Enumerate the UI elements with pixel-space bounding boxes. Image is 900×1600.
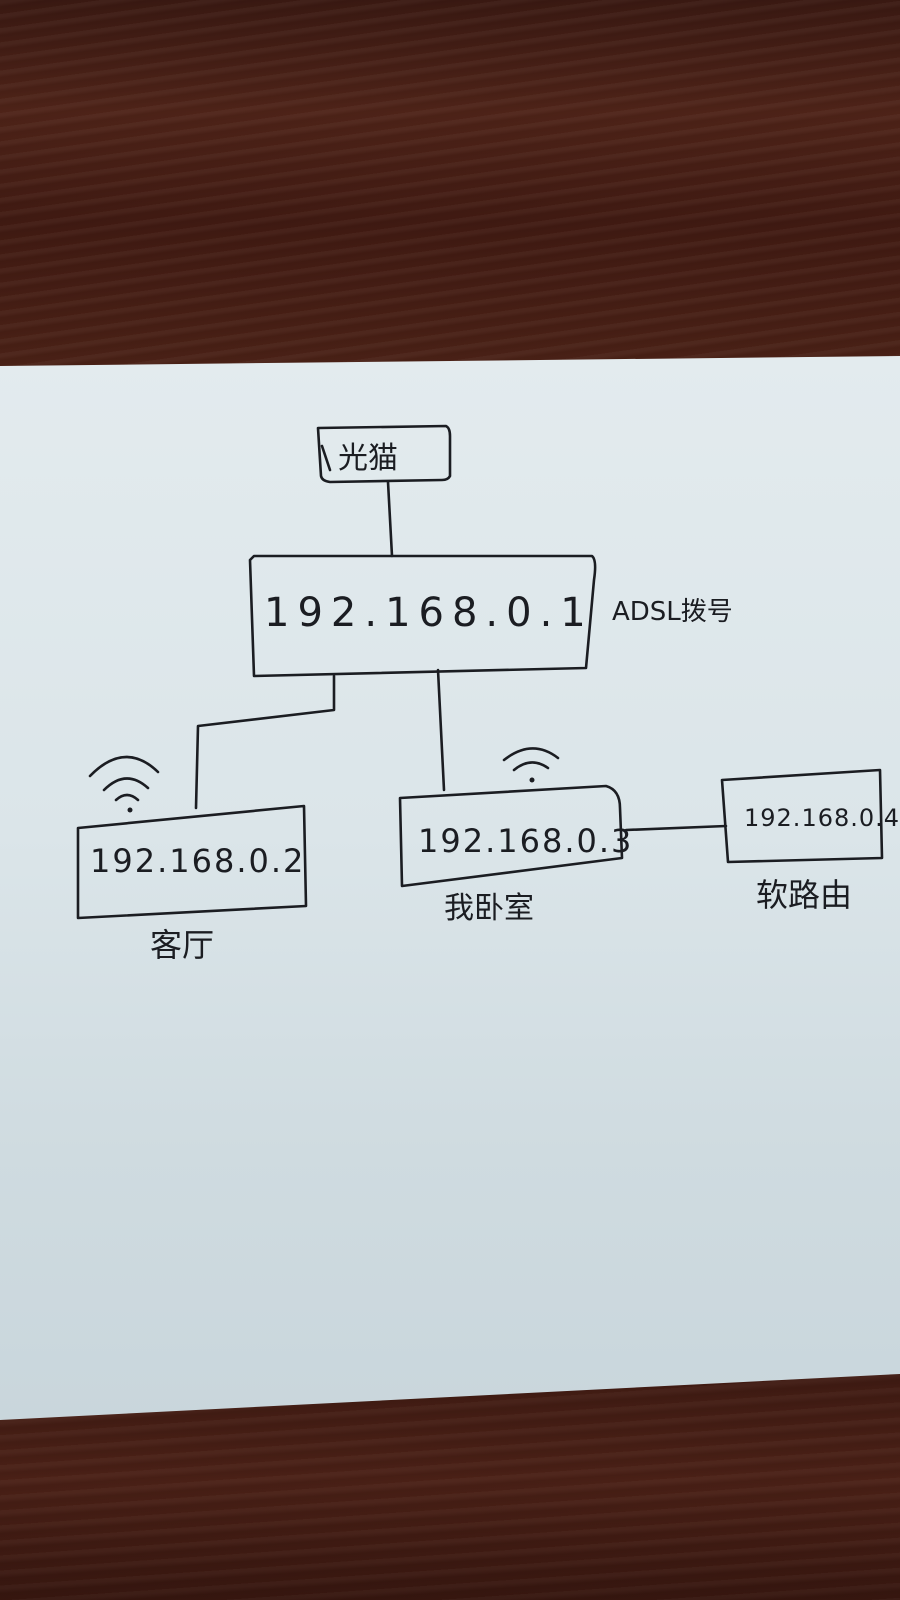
soft-router-box [720, 768, 884, 864]
living-room-router-box [76, 804, 308, 920]
soft-router-ip: 192.168.0.4 [744, 804, 900, 832]
bedroom-wifi-icon [502, 747, 560, 783]
link-bedroom-softrouter [624, 824, 728, 832]
bedroom-router-ip: 192.168.0.3 [418, 822, 633, 860]
link-main-bedroom [436, 668, 446, 792]
bedroom-caption: 我卧室 [444, 891, 534, 926]
main-router-node: 192.168.0.1 ADSL拨号 [248, 554, 733, 678]
link-main-livingroom [194, 674, 336, 810]
bedroom-router-node: 192.168.0.3 我卧室 [398, 747, 633, 926]
paper-sheet [0, 356, 900, 1420]
link-modem-main [386, 480, 394, 558]
living-room-caption: 客厅 [150, 926, 214, 964]
modem-box [316, 424, 452, 484]
living-room-router-ip: 192.168.0.2 [90, 842, 305, 880]
main-router-ip: 192.168.0.1 [264, 590, 594, 636]
main-router-note: ADSL拨号 [612, 597, 733, 627]
modem-node: 光猫 [316, 424, 452, 484]
modem-tick-mark [320, 444, 332, 472]
soft-router-caption: 软路由 [756, 876, 852, 914]
main-router-box [248, 554, 597, 678]
bedroom-router-box [398, 784, 624, 888]
living-room-router-node: 192.168.0.2 客厅 [76, 755, 308, 964]
wood-table-top [0, 0, 900, 370]
living-room-wifi-icon [88, 755, 160, 813]
modem-label: 光猫 [338, 441, 398, 476]
soft-router-node: 192.168.0.4 软路由 [720, 768, 900, 914]
